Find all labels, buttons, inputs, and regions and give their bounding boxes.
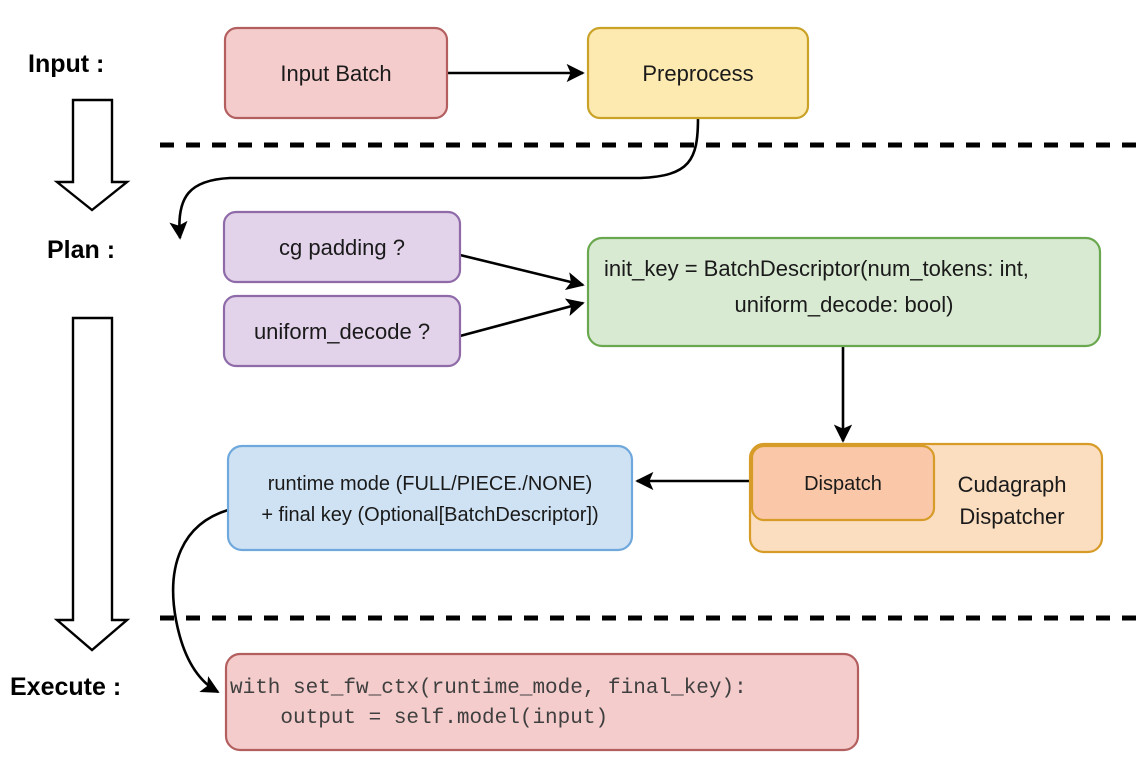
node-preprocess-box: [586, 26, 810, 120]
node-uniform-decode-label: uniform_decode ?: [254, 319, 430, 344]
node-input-batch[interactable]: Input Batch: [223, 26, 449, 120]
node-cg-padding-label: cg padding ?: [279, 235, 405, 260]
node-init-key-box: [586, 236, 1102, 348]
node-cudagraph-dispatcher-label-line2: Dispatcher: [959, 504, 1064, 529]
node-preprocess[interactable]: Preprocess: [586, 26, 810, 120]
edge-runtime-mode-to-execute-code: [171, 508, 229, 694]
stage-label-plan: Plan :: [47, 236, 115, 264]
edge-preprocess-to-cg-padding: [169, 117, 700, 240]
stage-arrow-plan-to-execute: [53, 316, 131, 652]
node-cg-padding-box: [222, 210, 462, 284]
node-dispatch-box: [750, 444, 936, 522]
node-init-key-label-line1: init_key = BatchDescriptor(num_tokens: i…: [604, 256, 1029, 281]
node-execute-code-line2: output = self.model(input): [230, 707, 608, 730]
node-uniform-decode[interactable]: uniform_decode ?: [222, 294, 462, 368]
edge-cg-padding-to-init-key: [459, 253, 585, 290]
node-runtime-mode-label-line1: runtime mode (FULL/PIECE./NONE): [268, 473, 593, 495]
node-init-key-label-line2: uniform_decode: bool): [735, 292, 954, 317]
node-runtime-mode[interactable]: runtime mode (FULL/PIECE./NONE) + final …: [226, 444, 634, 552]
node-execute-code[interactable]: with set_fw_ctx(runtime_mode, final_key)…: [224, 652, 860, 752]
node-cg-padding[interactable]: cg padding ?: [222, 210, 462, 284]
node-runtime-mode-box: [226, 444, 634, 552]
edge-uniform-decode-to-init-key: [459, 298, 585, 338]
node-uniform-decode-box: [222, 294, 462, 368]
node-execute-code-line1: with set_fw_ctx(runtime_mode, final_key)…: [230, 677, 747, 700]
node-init-key[interactable]: init_key = BatchDescriptor(num_tokens: i…: [586, 236, 1102, 348]
node-execute-code-box: [224, 652, 860, 752]
node-dispatch-label: Dispatch: [804, 473, 882, 495]
node-cudagraph-dispatcher-label-line1: Cudagraph: [958, 472, 1067, 497]
node-preprocess-label: Preprocess: [642, 61, 753, 86]
node-input-batch-box: [223, 26, 449, 120]
stage-label-execute: Execute :: [10, 673, 121, 701]
stage-label-input: Input :: [28, 50, 104, 78]
node-input-batch-label: Input Batch: [280, 61, 391, 86]
stage-arrow-input-to-plan: [53, 98, 131, 212]
node-dispatch[interactable]: Dispatch: [750, 444, 936, 522]
node-runtime-mode-label-line2: + final key (Optional[BatchDescriptor]): [261, 504, 598, 526]
